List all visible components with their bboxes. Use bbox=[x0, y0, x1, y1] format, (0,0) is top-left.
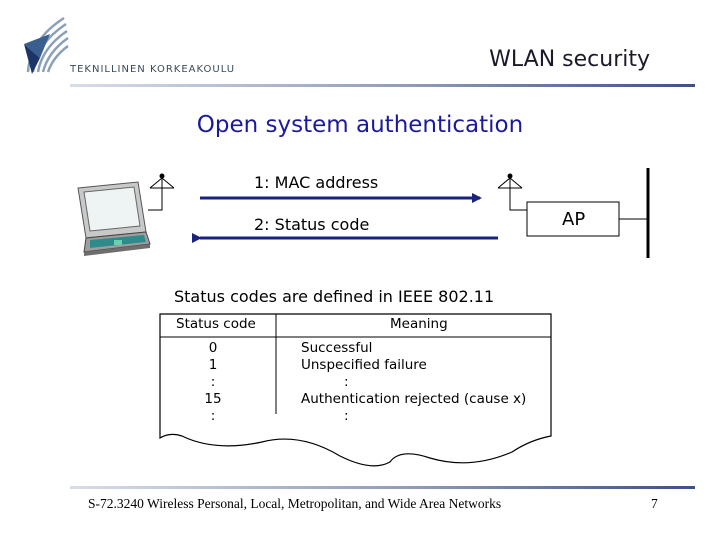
ap-label: AP bbox=[562, 209, 586, 230]
table-code-cell: 15 bbox=[204, 391, 222, 407]
slide-title: Open system authentication bbox=[196, 112, 524, 138]
message-1-label: 1: MAC address bbox=[254, 173, 379, 192]
footer-rule bbox=[70, 486, 695, 489]
table-meaning-cell: : bbox=[344, 408, 349, 424]
authentication-diagram bbox=[77, 168, 650, 258]
table-header-code: Status code bbox=[176, 316, 256, 332]
table-code-cell: 1 bbox=[208, 357, 218, 373]
header-title: WLAN security bbox=[489, 47, 650, 72]
table-code-cell: 0 bbox=[208, 340, 218, 356]
table-meaning-cell: Unspecified failure bbox=[301, 357, 427, 373]
access-point-box bbox=[526, 201, 620, 237]
table-meaning-cell: : bbox=[344, 374, 349, 390]
table-torn-edge bbox=[159, 313, 552, 467]
message-2-label: 2: Status code bbox=[254, 215, 370, 234]
university-logo-emblem bbox=[24, 16, 69, 74]
header-rule bbox=[70, 84, 695, 87]
page-number: 7 bbox=[651, 496, 658, 511]
table-meaning-cell: Successful bbox=[301, 340, 373, 356]
client-antenna-icon bbox=[148, 173, 175, 211]
table-caption: Status codes are defined in IEEE 802.11 bbox=[174, 287, 495, 306]
table-code-cell: : bbox=[210, 374, 216, 390]
table-code-cell: : bbox=[210, 408, 216, 424]
table-meaning-cell: Authentication rejected (cause x) bbox=[301, 391, 527, 407]
footer-course-title: S-72.3240 Wireless Personal, Local, Metr… bbox=[88, 496, 502, 511]
table-header-meaning: Meaning bbox=[390, 316, 448, 332]
ap-antenna-icon bbox=[497, 173, 527, 211]
university-name: TEKNILLINEN KORKEAKOULU bbox=[70, 64, 236, 75]
laptop-icon bbox=[77, 181, 151, 256]
status-code-table bbox=[159, 313, 552, 467]
